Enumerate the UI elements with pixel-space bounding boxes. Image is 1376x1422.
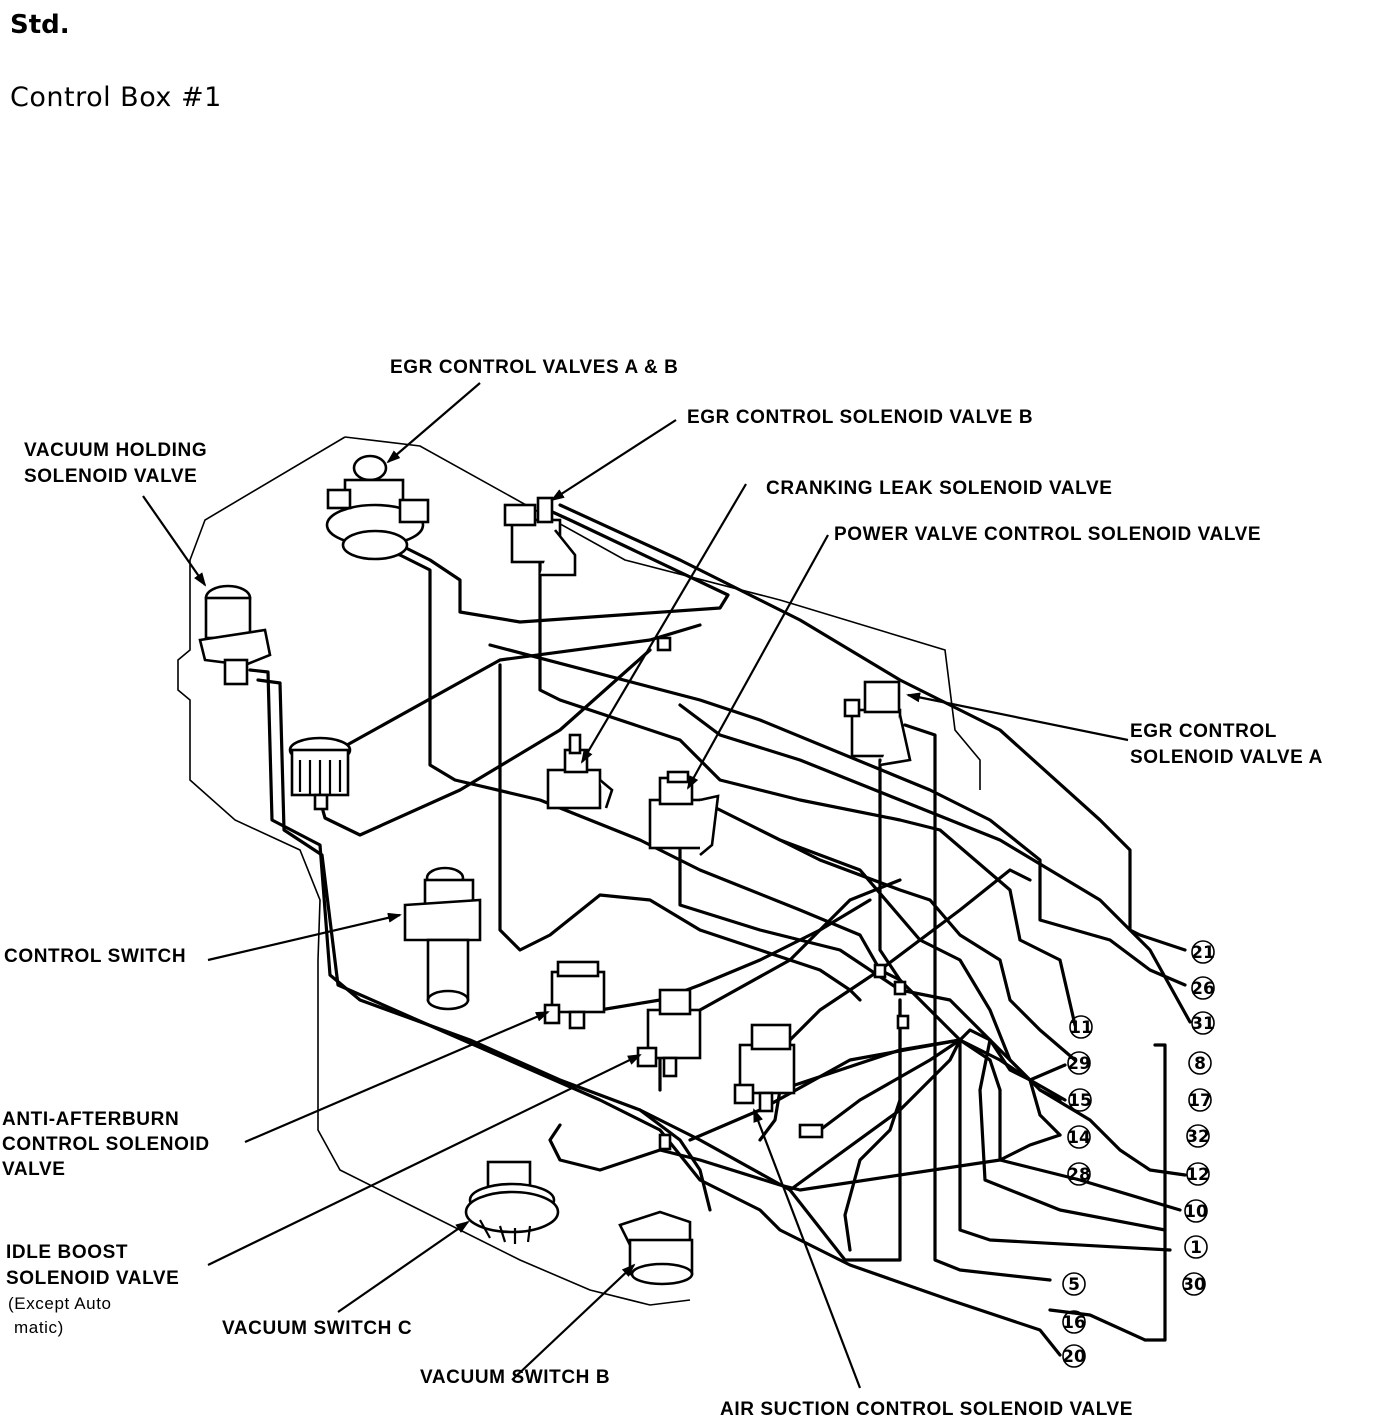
connector-15: 15 (1068, 1091, 1092, 1111)
air-suction-solenoid-part (733, 1023, 824, 1139)
connector-17: 17 (1188, 1091, 1212, 1111)
connector-5: 5 (1068, 1275, 1080, 1295)
connector-30: 30 (1182, 1275, 1206, 1295)
connector-28: 28 (1067, 1165, 1091, 1185)
connector-31: 31 (1191, 1014, 1215, 1034)
power-valve-solenoid-part (648, 770, 720, 856)
label-idle-boost-line4: matic) (14, 1318, 64, 1337)
label-egr-control-valves-ab: EGR CONTROL VALVES A & B (390, 357, 679, 378)
vacuum-switch-c-part (464, 1160, 560, 1244)
connector-10: 10 (1184, 1202, 1208, 1222)
connector-32: 32 (1186, 1127, 1210, 1147)
control-switch-part (403, 866, 482, 1011)
label-egr-solenoid-a-line2: SOLENOID VALVE A (1130, 747, 1323, 768)
label-anti-afterburn-line1: ANTI-AFTERBURN (2, 1109, 180, 1130)
page-heading-std: Std. (10, 10, 70, 40)
label-vacuum-holding-line1: VACUUM HOLDING (24, 440, 208, 461)
cranking-leak-solenoid-part (546, 733, 614, 810)
connector-20: 20 (1062, 1347, 1086, 1367)
label-idle-boost-line3: (Except Auto (8, 1294, 112, 1313)
connector-numbers: 21 26 31 11 8 29 17 15 32 14 12 28 10 1 … (1062, 943, 1215, 1367)
label-power-valve-solenoid: POWER VALVE CONTROL SOLENOID VALVE (834, 524, 1262, 545)
label-anti-afterburn-line3: VALVE (2, 1159, 66, 1180)
connector-1: 1 (1190, 1238, 1202, 1258)
label-control-switch: CONTROL SWITCH (4, 946, 187, 967)
label-anti-afterburn-line2: CONTROL SOLENOID (2, 1134, 210, 1155)
egr-control-solenoid-a-part (843, 680, 912, 767)
connector-21: 21 (1191, 943, 1215, 963)
control-box-outline (177, 436, 981, 1306)
leader-lines (142, 382, 1129, 1389)
connector-8: 8 (1194, 1054, 1206, 1074)
connector-14: 14 (1067, 1128, 1091, 1148)
label-vacuum-switch-c: VACUUM SWITCH C (222, 1318, 413, 1339)
label-vacuum-switch-b: VACUUM SWITCH B (420, 1367, 611, 1388)
page-heading-control-box: Control Box #1 (10, 82, 222, 113)
anti-afterburn-solenoid-part (543, 960, 606, 1030)
label-idle-boost-line1: IDLE BOOST (6, 1242, 129, 1263)
idle-boost-solenoid-part (636, 988, 702, 1078)
vacuum-switch-b-part (618, 1210, 694, 1286)
connector-11: 11 (1069, 1018, 1093, 1038)
label-idle-boost-line2: SOLENOID VALVE (6, 1268, 180, 1289)
label-air-suction-solenoid: AIR SUCTION CONTROL SOLENOID VALVE (720, 1399, 1134, 1420)
connector-29: 29 (1067, 1054, 1091, 1074)
egr-control-valves-ab-part (325, 454, 430, 561)
egr-control-solenoid-b-part (503, 496, 577, 577)
connector-26: 26 (1191, 979, 1215, 999)
label-vacuum-holding-line2: SOLENOID VALVE (24, 466, 198, 487)
label-cranking-leak-solenoid: CRANKING LEAK SOLENOID VALVE (766, 478, 1113, 499)
label-egr-control-solenoid-b: EGR CONTROL SOLENOID VALVE B (687, 407, 1034, 428)
connector-number-circles (1062, 940, 1215, 1368)
filter-part (288, 736, 352, 811)
vacuum-holding-solenoid-part (198, 584, 272, 686)
connector-12: 12 (1186, 1165, 1210, 1185)
label-egr-solenoid-a-line1: EGR CONTROL (1130, 721, 1277, 742)
connector-16: 16 (1062, 1313, 1086, 1333)
vacuum-hoses (248, 503, 1192, 1357)
hose-joints (656, 636, 910, 1151)
